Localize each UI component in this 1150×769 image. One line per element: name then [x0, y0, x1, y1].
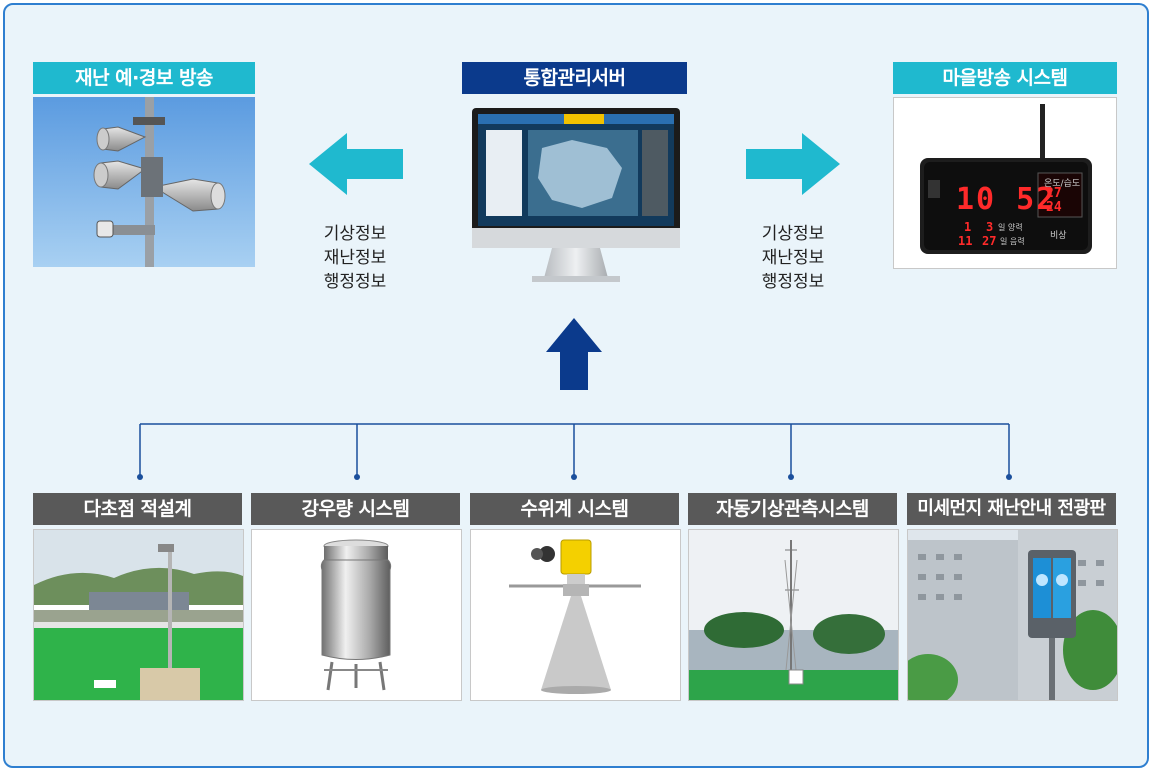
clock-display: 10 52 — [956, 182, 1057, 217]
village-broadcast-device-image: 10 52 온도/습도 27 24 1 3 일 양력 11 27 일 음력 비상 — [893, 97, 1117, 269]
sensor-aws-title: 자동기상관측시스템 — [688, 493, 897, 525]
left-info-list: 기상정보 재난정보 행정정보 — [300, 222, 410, 294]
sensor-dust-board-title: 미세먼지 재난안내 전광판 — [907, 493, 1116, 525]
siren-speaker-image — [33, 97, 255, 267]
temp-humidity-label: 온도/습도 — [1044, 179, 1081, 189]
temperature-display: 27 — [1046, 186, 1062, 201]
dust-signboard-image — [907, 529, 1118, 701]
sensor-water-level-title: 수위계 시스템 — [470, 493, 679, 525]
info-admin: 행정정보 — [323, 272, 387, 292]
water-level-sensor-image — [470, 529, 681, 701]
sensor-rain-title: 강우량 시스템 — [251, 493, 460, 525]
info-disaster: 재난정보 — [761, 248, 825, 268]
solar-month: 1 — [964, 220, 972, 234]
server-monitor — [472, 108, 680, 284]
sensor-snow-title: 다초점 적설계 — [33, 493, 242, 525]
disaster-broadcast-title: 재난 예·경보 방송 — [33, 62, 255, 94]
info-admin: 행정정보 — [761, 272, 825, 292]
weather-station-image — [688, 529, 899, 701]
village-broadcast-title: 마을방송 시스템 — [893, 62, 1117, 94]
rain-gauge-image — [251, 529, 462, 701]
right-info-list: 기상정보 재난정보 행정정보 — [738, 222, 848, 294]
snow-gauge-image — [33, 529, 244, 701]
solar-label: 일 양력 — [998, 223, 1023, 232]
emergency-label: 비상 — [1050, 231, 1067, 241]
arrow-right-icon — [746, 133, 840, 195]
info-weather: 기상정보 — [323, 224, 387, 244]
lunar-month: 11 — [958, 234, 973, 248]
integrated-server-title: 통합관리서버 — [462, 62, 687, 94]
humidity-display: 24 — [1046, 200, 1062, 215]
arrow-up-icon — [546, 318, 602, 390]
solar-day: 3 — [986, 220, 994, 234]
lunar-label: 일 음력 — [1000, 237, 1025, 246]
info-weather: 기상정보 — [761, 224, 825, 244]
lunar-day: 27 — [982, 234, 997, 248]
arrow-left-icon — [309, 133, 403, 195]
info-disaster: 재난정보 — [323, 248, 387, 268]
